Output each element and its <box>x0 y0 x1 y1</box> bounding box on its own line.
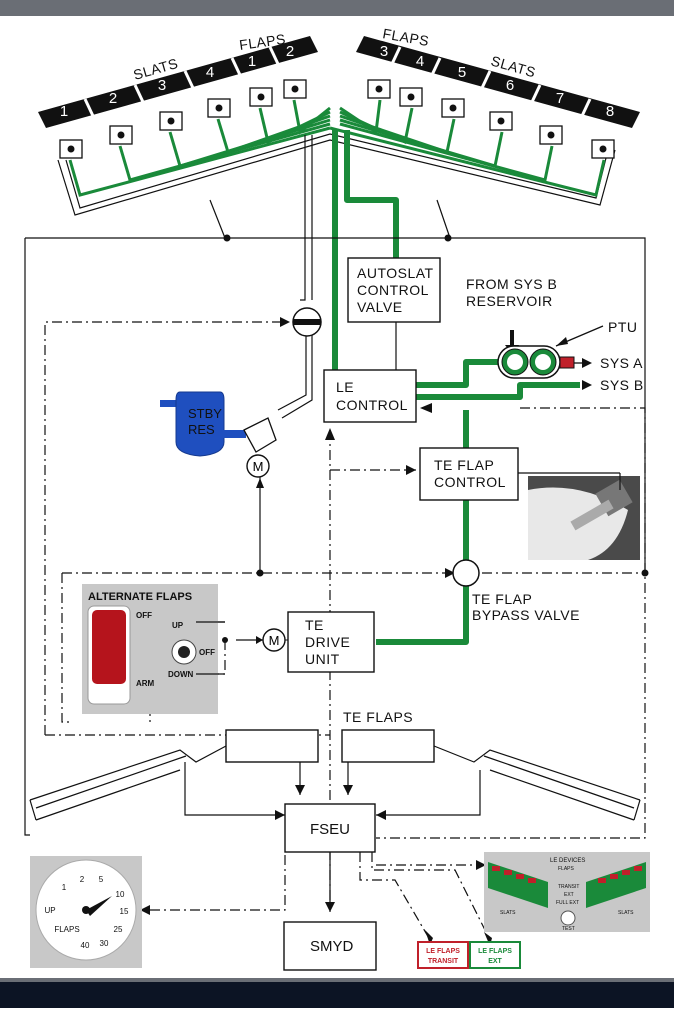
flap-3-label: 3 <box>380 43 388 60</box>
leading-edge-panel: 1 2 3 4 1 2 3 4 5 6 7 8 SLATS FLAPS FLAP… <box>38 25 640 216</box>
te-drive-line1: TE <box>305 617 324 633</box>
te-bypass-valve <box>452 559 480 587</box>
slat-3-label: 3 <box>158 77 166 94</box>
stby-label: STBY <box>188 406 222 421</box>
le-devices-test-button[interactable] <box>560 910 576 926</box>
autoslat-control-valve <box>347 257 441 323</box>
le-control-line2: CONTROL <box>336 397 408 413</box>
te-flap-actuator-right <box>341 729 435 763</box>
left-le-strip <box>38 36 318 128</box>
bottom-bar <box>0 980 674 1008</box>
ptu-unit <box>497 325 604 379</box>
alt-flaps-off-label: OFF <box>136 611 152 620</box>
smyd-label: SMYD <box>310 938 354 955</box>
le-flaps-transit-light: LE FLAPS TRANSIT <box>417 941 469 969</box>
standby-motor: M <box>246 454 270 478</box>
slat-8-label: 8 <box>606 103 614 120</box>
slat-1-label: 1 <box>60 103 68 120</box>
shutoff-valve-upper <box>292 307 322 337</box>
gauge-needle <box>86 896 112 916</box>
gauge-tick-30: 30 <box>100 939 109 948</box>
alt-flaps-down-label: DOWN <box>168 670 194 679</box>
te-bypass-line1: TE FLAP <box>472 591 532 607</box>
fseu-label: FSEU <box>310 821 350 838</box>
ptu-label: PTU <box>608 319 638 335</box>
gauge-tick-15: 15 <box>120 907 129 916</box>
sys-a-label: SYS A <box>600 355 643 371</box>
flap-position-gauge: 1 2 5 10 15 25 30 40 UP FLAPS <box>30 856 142 968</box>
alternate-flaps-panel: ALTERNATE FLAPS OFF ARM UP OFF DOWN <box>82 584 228 714</box>
autoslat-line2: CONTROL <box>357 282 429 298</box>
te-flaps-label: TE FLAPS <box>343 709 413 725</box>
gauge-tick-2: 2 <box>80 875 85 884</box>
le-transit-line2: TRANSIT <box>428 958 459 965</box>
gauge-tick-25: 25 <box>114 925 123 934</box>
te-flap-actuator-left <box>225 729 319 763</box>
autoslat-line1: AUTOSLAT <box>357 265 434 281</box>
slat-5-label: 5 <box>458 64 466 81</box>
le-transit-line1: LE FLAPS <box>426 948 460 955</box>
le-ext-line1: LE FLAPS <box>478 948 512 955</box>
sys-b-label: SYS B <box>600 377 644 393</box>
le-flaps-ext-light: LE FLAPS EXT <box>469 941 521 969</box>
gauge-flaps-label: FLAPS <box>54 925 79 934</box>
te-flap-control-line2: CONTROL <box>434 474 506 490</box>
le-devices-transit: TRANSIT <box>558 884 579 890</box>
le-devices-ext: EXT <box>564 892 574 898</box>
smyd-box <box>283 921 377 971</box>
te-flap-control-line1: TE FLAP <box>434 457 494 473</box>
le-devices-slats-left: SLATS <box>500 910 516 916</box>
from-sys-b-line2: RESERVOIR <box>466 293 553 309</box>
alternate-motor: M <box>236 628 288 652</box>
res-label: RES <box>188 422 215 437</box>
te-drive-line2: DRIVE <box>305 634 350 650</box>
te-flaps-section: TE FLAPS <box>29 709 641 821</box>
flap-2-label: 2 <box>286 43 294 60</box>
alt-flaps-arm-guard[interactable] <box>92 610 126 684</box>
autoslat-line3: VALVE <box>357 299 403 315</box>
slat-7-label: 7 <box>556 90 564 107</box>
gauge-tick-5: 5 <box>99 875 104 884</box>
flap-1-label: 1 <box>248 53 256 70</box>
le-devices-test-label: TEST <box>562 926 575 932</box>
right-le-strip <box>356 36 640 128</box>
te-flap-control-photo <box>518 472 640 560</box>
alt-flaps-arm-label: ARM <box>136 679 155 688</box>
standby-motor-label: M <box>253 459 264 474</box>
left-actuators <box>59 79 615 159</box>
control-wiring <box>24 135 646 836</box>
gauge-tick-1: 1 <box>62 883 67 892</box>
le-devices-title: LE DEVICES <box>550 858 585 864</box>
slat-4-label: 4 <box>206 64 214 81</box>
le-control-box <box>323 369 417 423</box>
le-hydraulic-lines <box>68 99 606 197</box>
standby-reservoir: STBY RES <box>160 391 277 457</box>
te-drive-line3: UNIT <box>305 651 340 667</box>
le-devices-panel: LE DEVICES FLAPS TRANSIT EXT FULL EXT SL… <box>484 852 650 932</box>
alt-flaps-title: ALTERNATE FLAPS <box>88 591 192 603</box>
alt-flaps-up-label: UP <box>172 621 184 630</box>
le-devices-slats-right: SLATS <box>618 910 634 916</box>
gauge-tick-10: 10 <box>116 890 125 899</box>
le-ext-line2: EXT <box>488 958 502 965</box>
alt-flaps-off2-label: OFF <box>199 648 215 657</box>
top-bar <box>0 0 674 16</box>
te-flap-control-box <box>419 447 519 501</box>
te-drive-unit-box <box>287 611 375 673</box>
le-control-line1: LE <box>336 379 354 395</box>
flap-4-label: 4 <box>416 53 424 70</box>
le-devices-sub: FLAPS <box>558 866 575 872</box>
te-bypass-line2: BYPASS VALVE <box>472 607 580 623</box>
slat-2-label: 2 <box>109 90 117 107</box>
le-devices-full-ext: FULL EXT <box>556 900 579 906</box>
flaps-left-label: FLAPS <box>238 31 287 53</box>
main-hydraulic-lines <box>332 130 580 645</box>
slat-6-label: 6 <box>506 77 514 94</box>
gauge-tick-40: 40 <box>81 941 90 950</box>
gauge-up-label: UP <box>44 906 55 915</box>
from-sys-b-line1: FROM SYS B <box>466 276 557 292</box>
alternate-motor-label: M <box>269 633 280 648</box>
